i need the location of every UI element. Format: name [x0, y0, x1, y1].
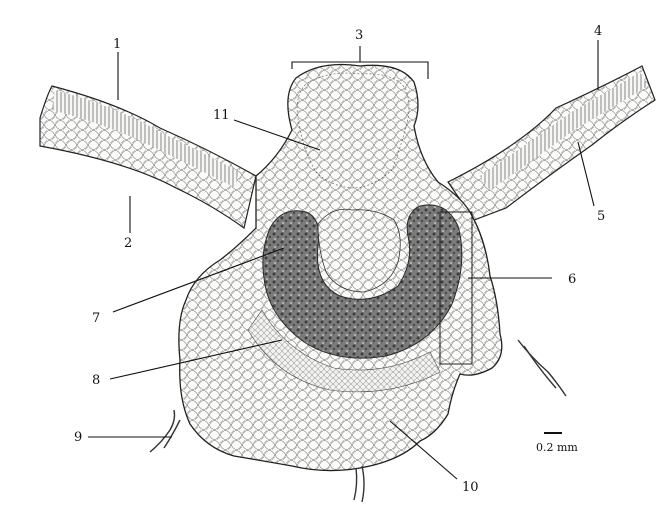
label-4: 4 [594, 24, 602, 39]
label-3: 3 [355, 28, 363, 43]
right-lamina [448, 66, 655, 220]
label-1: 1 [113, 37, 121, 52]
scale-bar: 0.2 mm [536, 433, 578, 454]
label-5: 5 [597, 209, 605, 224]
label-8: 8 [92, 373, 100, 388]
label-2: 2 [124, 236, 132, 251]
label-10: 10 [462, 480, 479, 495]
label-6: 6 [568, 272, 576, 287]
label-11: 11 [213, 108, 230, 123]
label-7: 7 [92, 311, 100, 326]
scale-bar-label: 0.2 mm [536, 441, 578, 454]
label-9: 9 [74, 430, 82, 445]
